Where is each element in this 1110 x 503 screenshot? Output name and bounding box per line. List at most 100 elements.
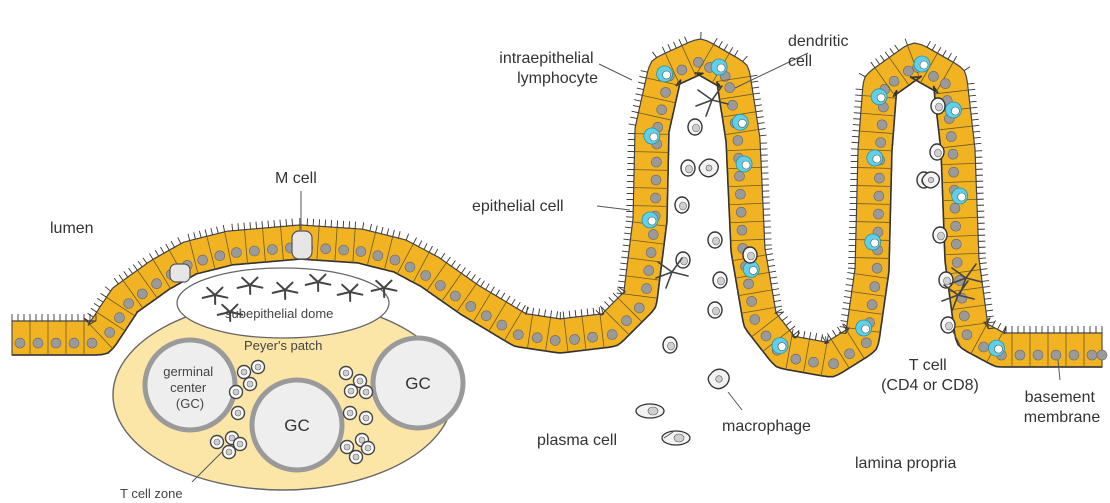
microvillus	[985, 304, 992, 305]
microvillus	[786, 321, 792, 325]
microvillus	[804, 331, 805, 338]
microvillus	[575, 310, 576, 317]
epithelial-nucleus	[622, 316, 632, 326]
microvillus	[419, 240, 422, 246]
label-intraepithelial-lymphocyte: intraepithelial lymphocyte	[499, 50, 598, 87]
microvillus	[953, 56, 956, 62]
t-cell-nucleus	[946, 322, 953, 330]
microvillus	[753, 93, 760, 94]
microvillus	[143, 258, 147, 264]
microvillus	[853, 125, 860, 126]
m-cell	[292, 231, 312, 259]
microvillus	[821, 334, 822, 341]
microvillus	[621, 257, 628, 258]
label-epithelial-cell: epithelial cell	[472, 198, 564, 215]
microvillus	[987, 316, 994, 317]
microvillus	[199, 231, 201, 238]
epithelial-nucleus	[949, 167, 959, 177]
epithelial-nucleus	[951, 221, 961, 231]
microvillus	[363, 222, 364, 229]
label-t-cell: T cell (CD4 or CD8)	[881, 357, 979, 394]
epithelial-nucleus	[744, 279, 754, 289]
microvillus	[491, 287, 495, 293]
microvillus	[620, 263, 627, 264]
microvillus	[625, 227, 632, 228]
microvillus	[790, 326, 796, 330]
t-cell-nucleus	[935, 149, 942, 157]
epithelial-nucleus	[15, 338, 25, 348]
microvillus	[980, 263, 987, 264]
epithelial-nucleus	[651, 193, 661, 203]
microvillus	[842, 309, 849, 310]
microvillus	[406, 234, 409, 241]
epithelial-nucleus	[634, 303, 644, 313]
microvillus	[895, 45, 899, 51]
t-zone-lymphocyte-nucleus	[235, 410, 241, 416]
microvillus	[149, 253, 153, 259]
microvillus	[178, 237, 181, 243]
microvillus	[948, 53, 951, 59]
epithelial-nucleus	[950, 203, 960, 213]
microvillus	[846, 285, 853, 286]
microvillus	[533, 308, 534, 315]
epithelial-nucleus	[874, 209, 884, 219]
microvillus	[434, 249, 437, 255]
microvillus	[854, 107, 861, 108]
epithelial-nucleus	[435, 281, 445, 291]
epithelial-nucleus	[69, 338, 79, 348]
microvillus	[735, 50, 738, 56]
epithelial-nucleus	[450, 291, 460, 301]
lymphocyte-nucleus	[749, 266, 757, 274]
microvillus	[256, 222, 257, 229]
microvillus	[274, 220, 275, 227]
epithelial-nucleus	[356, 247, 366, 257]
microvillus	[619, 275, 626, 276]
t-cell-nucleus	[680, 202, 687, 210]
t-cell-nucleus	[686, 165, 693, 173]
epithelial-nucleus	[735, 171, 745, 181]
t-zone-lymphocyte-nucleus	[353, 454, 359, 460]
label-gc-middle: GC	[284, 416, 310, 435]
microvillus	[623, 239, 630, 240]
microvillus	[852, 142, 859, 143]
microvillus	[969, 95, 976, 96]
lymphocyte-nucleus	[871, 239, 879, 247]
microvillus	[782, 316, 788, 320]
epithelial-nucleus	[513, 330, 523, 340]
epithelial-nucleus	[874, 191, 884, 201]
microvillus	[636, 94, 643, 96]
microvillus	[937, 47, 940, 53]
microvillus	[768, 265, 775, 266]
microvillus	[429, 246, 432, 252]
epithelial-nucleus	[152, 279, 162, 289]
microvillus	[684, 37, 687, 43]
microvillus	[673, 42, 676, 48]
microvillus	[381, 227, 383, 234]
microvillus	[171, 241, 174, 247]
microvillus	[843, 303, 850, 304]
microvillus	[496, 290, 500, 296]
microvillus	[853, 119, 860, 120]
microvillus	[986, 310, 993, 311]
microvillus	[161, 247, 164, 253]
microvillus	[754, 99, 761, 100]
microvillus	[774, 300, 781, 301]
microvillus	[809, 332, 810, 339]
lymphocyte-nucleus	[920, 61, 928, 69]
microvillus	[194, 232, 196, 239]
epithelial-nucleus	[115, 313, 125, 323]
microvillus	[456, 264, 460, 270]
label-lumen: lumen	[50, 220, 94, 237]
microvillus	[932, 44, 935, 50]
label-germinal-center-line1: germinal	[163, 364, 213, 379]
microvillus	[223, 225, 224, 232]
epithelial-nucleus	[405, 262, 415, 272]
t-zone-lymphocyte-nucleus	[365, 445, 371, 451]
microvillus	[927, 41, 930, 47]
label-germinal-center-line2: center	[170, 380, 207, 395]
epithelial-nucleus	[761, 331, 771, 341]
microvillus	[984, 292, 991, 293]
microvillus	[634, 100, 641, 102]
microvillus	[471, 275, 475, 281]
